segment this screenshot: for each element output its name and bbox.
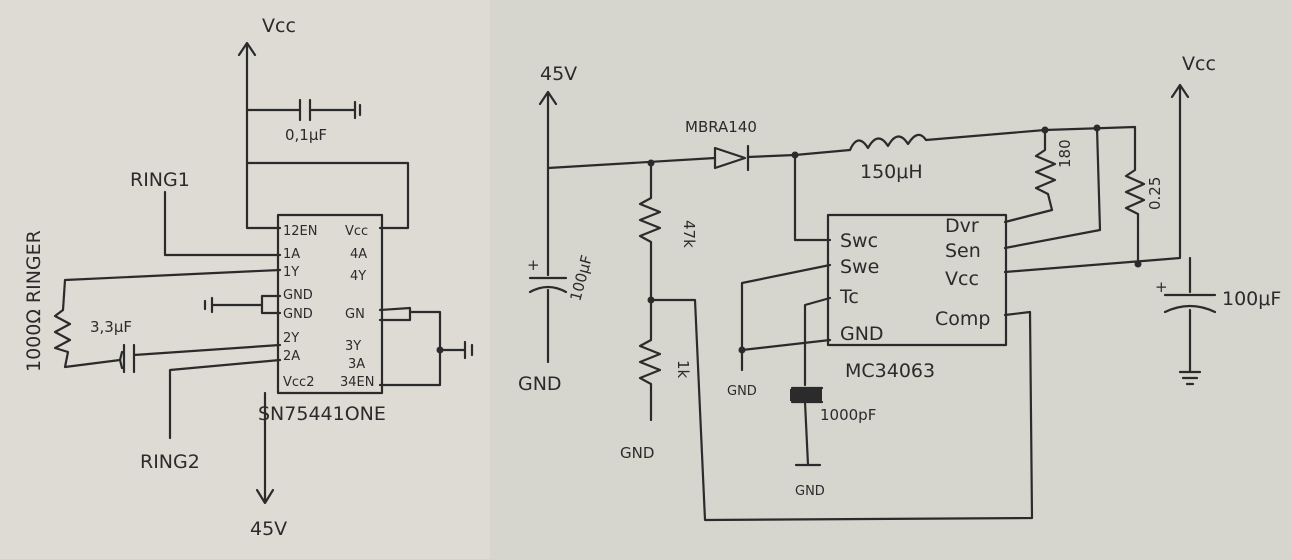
feedback-wire bbox=[649, 298, 1034, 522]
ring2-label: RING2 bbox=[140, 451, 200, 473]
pin-sen: Sen bbox=[945, 240, 981, 262]
cap-top-symbol bbox=[245, 98, 362, 122]
pin-vcc: Vcc bbox=[945, 268, 979, 290]
v45-arrow-left bbox=[255, 391, 275, 505]
r1k-label: 1k bbox=[674, 360, 692, 379]
junction-top1 bbox=[1041, 126, 1049, 134]
cap-out-plus: + bbox=[1155, 278, 1168, 296]
chip-gnd-right-wire bbox=[378, 306, 474, 387]
pin-r8: 34EN bbox=[340, 375, 374, 390]
vcc-arrow-left bbox=[237, 41, 257, 112]
pin-r2: 4A bbox=[350, 247, 367, 262]
left-circuit: Vcc 0,1μF RING1 1000Ω RINGER 3,3μF RING2 bbox=[23, 15, 474, 540]
vcc-wire-left bbox=[245, 108, 282, 230]
cap-top-label: 0,1μF bbox=[285, 126, 327, 144]
rail-top bbox=[546, 156, 717, 170]
pin-l8: Vcc2 bbox=[283, 375, 314, 390]
inductor-label: 150μH bbox=[860, 161, 923, 183]
sense-wire bbox=[1003, 125, 1146, 266]
vcc-out-wire bbox=[1003, 83, 1190, 274]
pin-gnd: GND bbox=[840, 323, 884, 345]
gnd-label-2: GND bbox=[620, 444, 654, 462]
swc-wire bbox=[793, 153, 832, 242]
pin-r1: Vcc bbox=[345, 224, 368, 239]
vcc-label-right: Vcc bbox=[1182, 53, 1216, 75]
tc-cap-fill bbox=[790, 389, 822, 401]
junction-top2 bbox=[1093, 124, 1101, 132]
r47k-label: 47k bbox=[680, 220, 698, 248]
pin-comp: Comp bbox=[935, 308, 990, 330]
diode-label: MBRA140 bbox=[685, 118, 757, 136]
junction-left bbox=[436, 346, 444, 354]
pin-l5: GND bbox=[283, 307, 313, 322]
diode-symbol bbox=[713, 144, 797, 172]
divider-resistors bbox=[638, 161, 662, 422]
r180-symbol bbox=[1003, 128, 1057, 224]
cap-in-plus: + bbox=[527, 256, 540, 274]
paper-right bbox=[490, 0, 1292, 559]
ring1-wire bbox=[163, 190, 282, 257]
gnd-label-4: GND bbox=[795, 484, 825, 499]
ringer-resistor bbox=[53, 268, 282, 369]
cap-in-symbol bbox=[528, 166, 568, 364]
ringer-label: 1000Ω RINGER bbox=[23, 230, 45, 372]
mc34063-chip bbox=[826, 213, 1008, 347]
gnd-label-1: GND bbox=[518, 373, 562, 395]
pin-swe: Swe bbox=[840, 256, 879, 278]
chip-label-right: MC34063 bbox=[845, 360, 935, 382]
pin-l1: 12EN bbox=[283, 224, 317, 239]
right-circuit: 45V + 100μF GND 47k 1k GND MBRA140 150μH bbox=[518, 53, 1281, 522]
vcc-loop-wire bbox=[245, 161, 410, 230]
r180-label: 180 bbox=[1056, 139, 1074, 168]
ring1-label: RING1 bbox=[130, 169, 190, 191]
cap-mid-symbol bbox=[118, 343, 282, 374]
pin-r6: 3Y bbox=[345, 339, 361, 354]
cap-mid-label: 3,3μF bbox=[90, 318, 132, 336]
pin-l3: 1Y bbox=[283, 265, 299, 280]
v45-label-left: 45V bbox=[250, 518, 287, 540]
pin-tc: Tc bbox=[839, 286, 859, 308]
pin-dvr: Dvr bbox=[945, 215, 979, 237]
sn75441-chip bbox=[276, 213, 384, 395]
chip-label-left: SN75441ONE bbox=[258, 403, 386, 425]
pin-l7: 2A bbox=[283, 349, 300, 364]
v45-label-right: 45V bbox=[540, 63, 577, 85]
swe-gnd-wire bbox=[740, 263, 832, 372]
chip-gnd-left-wire bbox=[203, 294, 282, 315]
inductor-symbol bbox=[793, 128, 1047, 157]
pin-l2: 1A bbox=[283, 247, 300, 262]
pin-r7: 3A bbox=[348, 357, 365, 372]
pin-swc: Swc bbox=[840, 230, 878, 252]
tc-cap-wire bbox=[790, 296, 832, 467]
vcc-label-left: Vcc bbox=[262, 15, 296, 37]
v45-arrow-right bbox=[538, 90, 558, 170]
pin-r3: 4Y bbox=[350, 269, 366, 284]
gnd-label-3: GND bbox=[727, 384, 757, 399]
ring2-wire bbox=[168, 358, 282, 440]
cap-in-label: 100μF bbox=[566, 253, 596, 303]
pin-r4: GN bbox=[345, 307, 365, 322]
r025-label: 0.25 bbox=[1146, 177, 1164, 210]
junction-gnd bbox=[738, 346, 746, 354]
pin-l6: 2Y bbox=[283, 331, 299, 346]
cap-out-label: 100μF bbox=[1222, 288, 1281, 310]
cap-out-symbol bbox=[1163, 256, 1217, 386]
pin-l4: GND bbox=[283, 288, 313, 303]
cap-t-label: 1000pF bbox=[820, 406, 876, 424]
